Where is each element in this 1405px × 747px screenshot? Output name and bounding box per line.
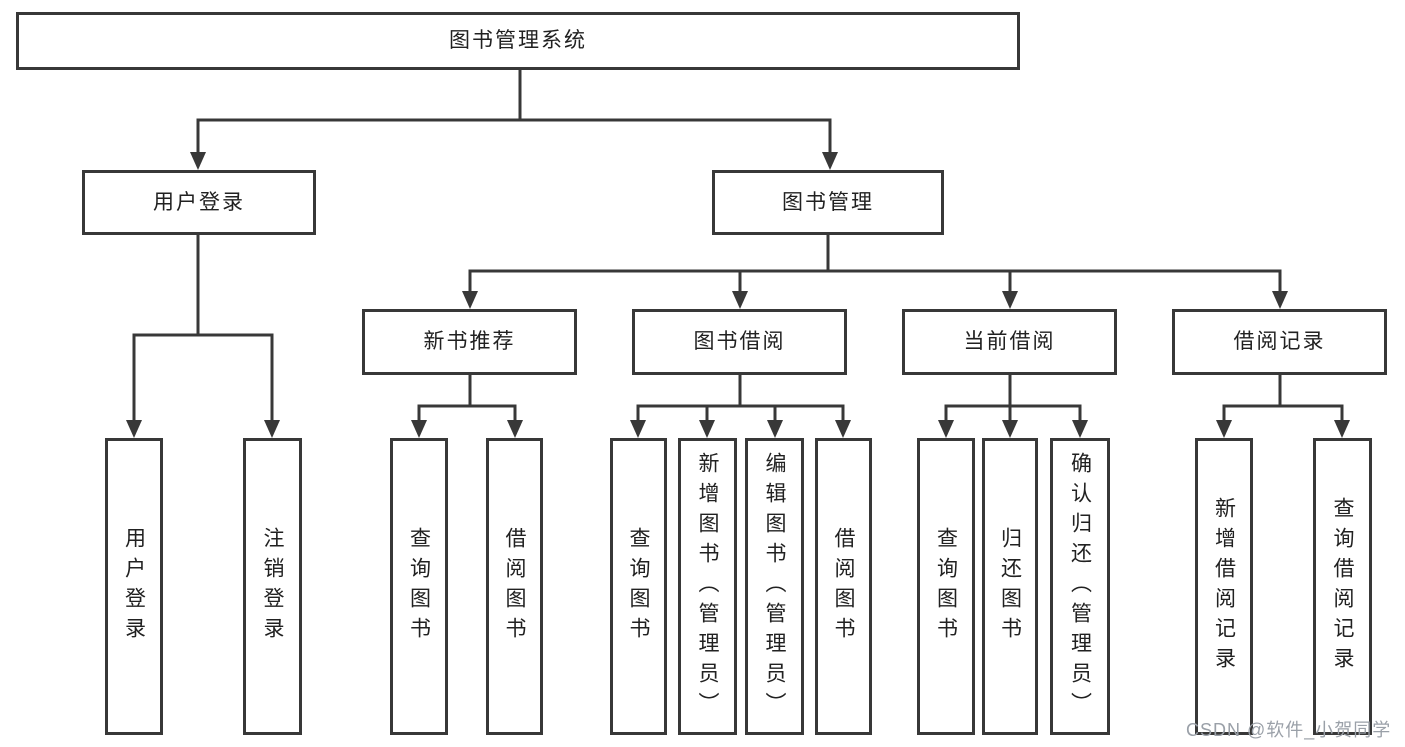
arrowhead-down-icon <box>1334 420 1350 438</box>
leaf-borrow-books-recommend: 借阅图书 <box>486 438 543 735</box>
connector-user-login-to-leaves <box>126 234 280 438</box>
node-label: 编辑图书（管理员） <box>763 451 786 722</box>
node-current-borrow: 当前借阅 <box>902 309 1117 375</box>
node-label: 借阅记录 <box>1233 330 1326 354</box>
leaf-query-books: 查询图书 <box>610 438 667 735</box>
arrowhead-down-icon <box>264 420 280 438</box>
node-root-system: 图书管理系统 <box>16 12 1020 70</box>
leaf-query-books-current: 查询图书 <box>917 438 975 735</box>
node-label: 查询借阅记录 <box>1331 496 1354 677</box>
arrowhead-down-icon <box>1272 291 1288 309</box>
node-label: 新增借阅记录 <box>1212 496 1236 677</box>
arrowhead-down-icon <box>190 152 206 170</box>
node-new-book-recommend: 新书推荐 <box>362 309 577 375</box>
node-label: 图书管理系统 <box>449 29 587 53</box>
arrowhead-down-icon <box>1072 420 1088 438</box>
node-borrow-record: 借阅记录 <box>1172 309 1387 375</box>
node-label: 用户登录 <box>153 190 245 214</box>
node-label: 新增图书（管理员） <box>696 451 719 722</box>
arrowhead-down-icon <box>699 420 715 438</box>
arrowhead-down-icon <box>732 291 748 309</box>
node-label: 查询图书 <box>407 526 431 647</box>
node-label: 借阅图书 <box>503 526 526 647</box>
node-label: 图书管理 <box>782 190 874 214</box>
node-user-login: 用户登录 <box>82 170 316 235</box>
leaf-user-login: 用户登录 <box>105 438 163 735</box>
node-label: 确认归还（管理员） <box>1068 451 1092 722</box>
arrowhead-down-icon <box>1002 291 1018 309</box>
node-label: 用户登录 <box>122 526 146 647</box>
connector-new-book-to-leaves <box>411 374 523 438</box>
node-book-borrow: 图书借阅 <box>632 309 847 375</box>
connector-book-management-to-level2 <box>462 234 1288 309</box>
node-label: 归还图书 <box>998 526 1022 647</box>
node-label: 当前借阅 <box>963 330 1056 354</box>
arrowhead-down-icon <box>462 291 478 309</box>
leaf-add-borrow-record: 新增借阅记录 <box>1195 438 1253 735</box>
arrowhead-down-icon <box>1216 420 1232 438</box>
node-label: 借阅图书 <box>832 526 855 647</box>
leaf-logout: 注销登录 <box>243 438 302 735</box>
arrowhead-down-icon <box>938 420 954 438</box>
leaf-borrow-books: 借阅图书 <box>815 438 872 735</box>
leaf-return-books: 归还图书 <box>982 438 1038 735</box>
csdn-watermark: CSDN @软件_小贺同学 <box>1186 720 1392 740</box>
arrowhead-down-icon <box>507 420 523 438</box>
leaf-confirm-return-admin: 确认归还（管理员） <box>1050 438 1110 735</box>
node-label: 查询图书 <box>627 526 650 647</box>
arrowhead-down-icon <box>1002 420 1018 438</box>
node-label: 新书推荐 <box>423 330 516 354</box>
arrowhead-down-icon <box>411 420 427 438</box>
leaf-edit-books-admin: 编辑图书（管理员） <box>745 438 804 735</box>
connector-borrow-record-to-leaves <box>1216 374 1350 438</box>
connector-current-borrow-to-leaves <box>938 374 1088 438</box>
leaf-query-borrow-record: 查询借阅记录 <box>1313 438 1372 735</box>
connector-book-borrow-to-leaves <box>630 374 851 438</box>
arrowhead-down-icon <box>822 152 838 170</box>
node-label: 查询图书 <box>934 526 958 647</box>
arrowhead-down-icon <box>126 420 142 438</box>
arrowhead-down-icon <box>835 420 851 438</box>
connector-root-to-level1 <box>190 69 838 170</box>
node-label: 注销登录 <box>261 526 284 647</box>
arrowhead-down-icon <box>767 420 783 438</box>
leaf-query-books-recommend: 查询图书 <box>390 438 448 735</box>
leaf-add-books-admin: 新增图书（管理员） <box>678 438 737 735</box>
arrowhead-down-icon <box>630 420 646 438</box>
node-book-management: 图书管理 <box>712 170 944 235</box>
node-label: 图书借阅 <box>693 330 786 354</box>
